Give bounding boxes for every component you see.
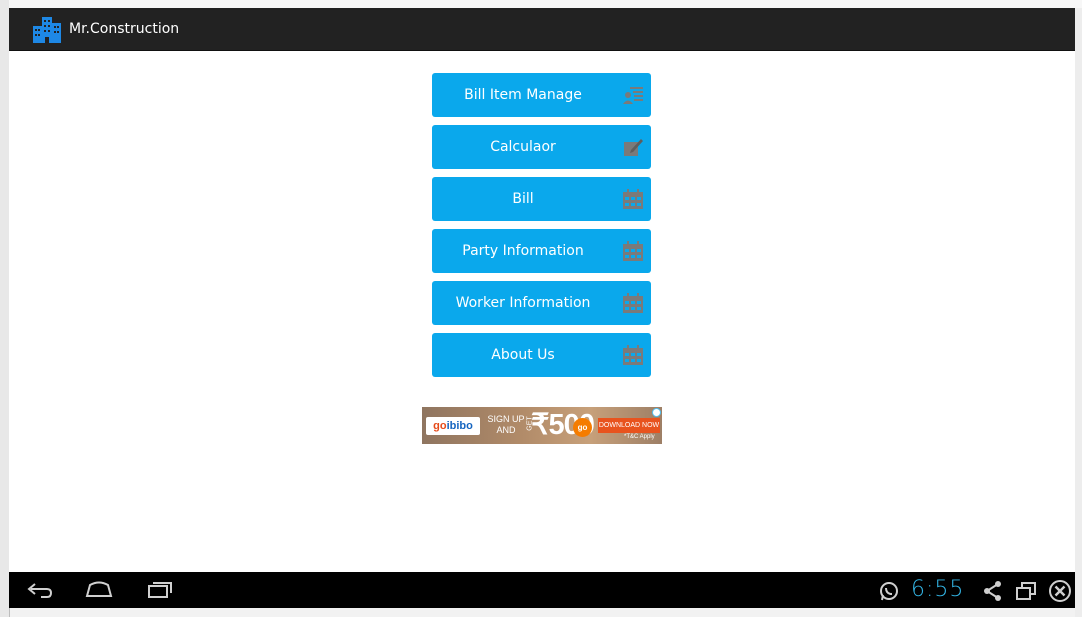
whatsapp-icon[interactable] [878, 580, 900, 602]
bill-item-manage-button[interactable]: Bill Item Manage [432, 73, 651, 117]
calendar-icon [623, 189, 643, 209]
system-nav-bar: 6:55 [9, 572, 1075, 608]
right-border [1075, 8, 1082, 617]
button-label: Bill [512, 191, 534, 207]
button-label: Party Information [462, 243, 584, 259]
calendar-icon [623, 241, 643, 261]
button-label: Calculaor [490, 139, 556, 155]
worker-information-button[interactable]: Worker Information [432, 281, 651, 325]
ad-go-badge: go [573, 418, 592, 437]
close-icon[interactable] [1048, 579, 1072, 603]
main-menu: Bill Item Manage Calculaor Bill [432, 73, 651, 385]
ad-banner[interactable]: goibibo SIGN UP AND GET ₹500 go DOWNLOAD… [422, 407, 662, 444]
ad-download-button[interactable]: DOWNLOAD NOW [598, 418, 660, 433]
ad-line1: SIGN UP [487, 414, 525, 424]
edit-note-icon [624, 139, 643, 156]
ad-brand-part-a: go [433, 420, 447, 432]
calendar-icon [623, 293, 643, 313]
ad-tnc: *T&C Apply [624, 434, 655, 440]
window-icon[interactable] [1014, 580, 1038, 602]
calculator-button[interactable]: Calculaor [432, 125, 651, 169]
app-title: Mr.Construction [69, 21, 180, 37]
button-label: Bill Item Manage [464, 87, 582, 103]
buildings-icon[interactable] [31, 13, 63, 45]
back-icon[interactable] [25, 576, 55, 602]
action-bar: Mr.Construction [9, 8, 1075, 51]
calendar-icon [623, 345, 643, 365]
ad-signup-text: SIGN UP AND [484, 414, 528, 436]
top-border [9, 0, 1082, 8]
party-information-button[interactable]: Party Information [432, 229, 651, 273]
ad-choices-icon[interactable] [652, 408, 661, 417]
button-label: About Us [491, 347, 555, 363]
recents-icon[interactable] [145, 576, 175, 602]
share-icon[interactable] [982, 580, 1004, 602]
button-label: Worker Information [455, 295, 591, 311]
ad-brand-logo: goibibo [426, 417, 480, 435]
app-window: Mr.Construction Bill Item Manage Calcula… [9, 8, 1075, 572]
ad-line2: AND [496, 425, 516, 435]
clock: 6:55 [911, 577, 965, 602]
about-us-button[interactable]: About Us [432, 333, 651, 377]
ad-brand-part-b: ibibo [446, 420, 473, 432]
home-icon[interactable] [84, 576, 114, 602]
bill-button[interactable]: Bill [432, 177, 651, 221]
user-list-icon [623, 87, 643, 104]
